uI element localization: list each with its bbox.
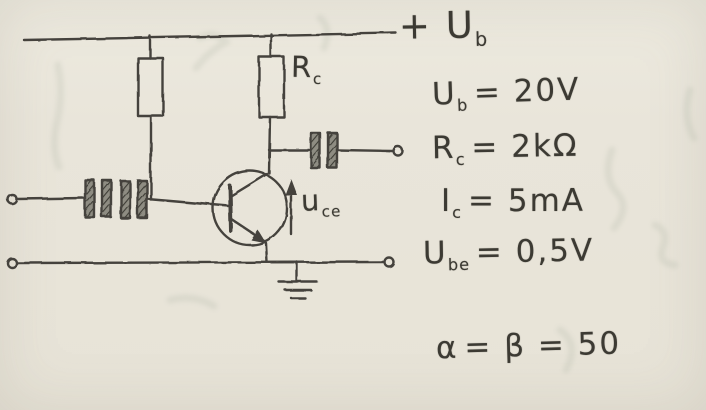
paper-bleedthrough-marks: [51, 14, 698, 374]
rc-label-text: R: [290, 49, 314, 85]
eq-ube-lhs: U: [422, 235, 448, 272]
eq-ub-lhs: U: [431, 75, 458, 113]
base-wire: [145, 197, 231, 208]
uce-label-sub: ce: [321, 202, 342, 221]
uce-label: uce: [300, 182, 341, 221]
eq-rc-lhs: R: [431, 129, 456, 167]
transistor-base-bar: [228, 184, 233, 233]
emitter-arrowhead: [251, 230, 266, 243]
eq-rc-rhs: = 2kΩ: [471, 127, 579, 166]
input-coupling-capacitors: [83, 178, 149, 220]
supply-rail-label-sub: b: [474, 27, 489, 51]
transistor: [211, 169, 289, 264]
eq-rc-sub: c: [455, 149, 466, 170]
eq-ic-sub: c: [452, 203, 463, 223]
eq-ub-sub: b: [456, 95, 469, 115]
equation-collector-resistor: Rc= 2kΩ: [432, 128, 579, 170]
output-terminal: [392, 145, 404, 157]
supply-rail-label-text: + U: [398, 3, 476, 48]
bottom-left-terminal: [6, 257, 18, 269]
bottom-rail-wire: [15, 260, 385, 265]
bottom-right-terminal: [383, 256, 395, 268]
equation-collector-current: Ic= 5mA: [441, 183, 585, 222]
eq-gain-lhs: α: [435, 329, 459, 367]
equation-base-emitter-voltage: Ube= 0,5V: [423, 233, 595, 275]
ground-symbol: [277, 260, 319, 300]
input-wire: [15, 196, 86, 201]
rc-label-sub: c: [312, 69, 323, 89]
eq-ube-sub: be: [447, 254, 471, 275]
eq-ub-rhs: = 20V: [473, 71, 581, 112]
transistor-collector-lead: [229, 172, 269, 198]
eq-ic-lhs: I: [441, 183, 453, 219]
supply-rail-wire: [22, 31, 398, 42]
supply-rail-label: + Ub: [399, 3, 489, 52]
collector-resistor-label: Rc: [291, 50, 323, 88]
uce-arrowhead: [285, 179, 297, 195]
output-coupling-capacitor: [309, 131, 394, 170]
bias-resistor: [136, 34, 165, 202]
equation-supply-voltage: Ub= 20V: [431, 71, 581, 115]
eq-gain-rhs: = β = 50: [463, 325, 622, 366]
emitter-wire: [264, 241, 269, 264]
transistor-body: [211, 169, 289, 247]
uce-label-text: u: [300, 182, 322, 218]
eq-ic-rhs: = 5mA: [468, 183, 585, 219]
collector-resistor: [257, 32, 286, 175]
uce-arrow: [285, 179, 297, 236]
input-terminal: [6, 193, 18, 205]
equation-current-gain: α= β = 50: [436, 326, 622, 370]
eq-ube-rhs: = 0,5V: [475, 232, 595, 271]
